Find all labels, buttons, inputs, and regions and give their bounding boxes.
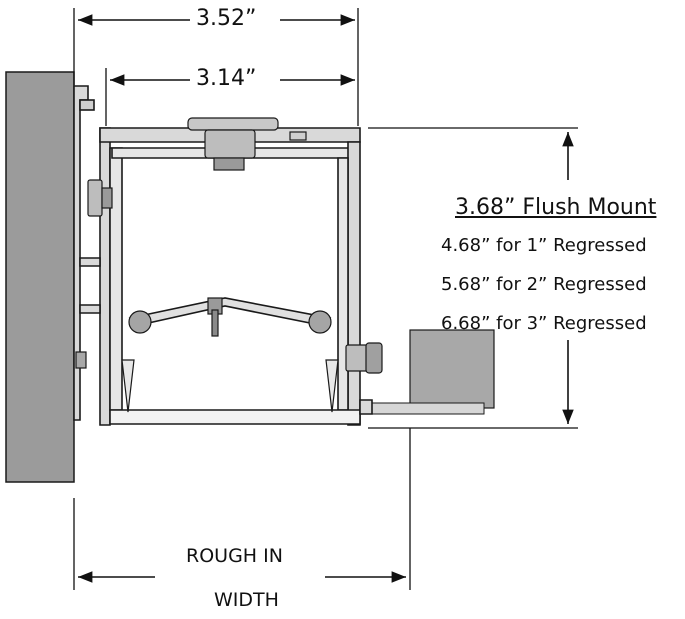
extension-lines	[73, 8, 578, 590]
dimension-arrows	[78, 14, 574, 583]
flush-mount-label: 3.68” Flush Mount	[455, 195, 657, 220]
rough-in-label: ROUGH IN	[186, 545, 283, 567]
inner-width-label: 3.14”	[196, 66, 257, 91]
overall-width-label: 3.52”	[196, 6, 257, 31]
regressed-1-label: 4.68” for 1” Regressed	[441, 235, 647, 256]
fixture-extrusion	[73, 85, 373, 426]
width-label: WIDTH	[214, 589, 279, 611]
regressed-3-label: 6.68” for 3” Regressed	[441, 313, 647, 334]
wall	[5, 71, 75, 483]
ceiling-block	[409, 329, 495, 409]
ceiling-flange	[371, 402, 485, 415]
regressed-2-label: 5.68” for 2” Regressed	[441, 274, 647, 295]
hardware	[75, 117, 383, 413]
